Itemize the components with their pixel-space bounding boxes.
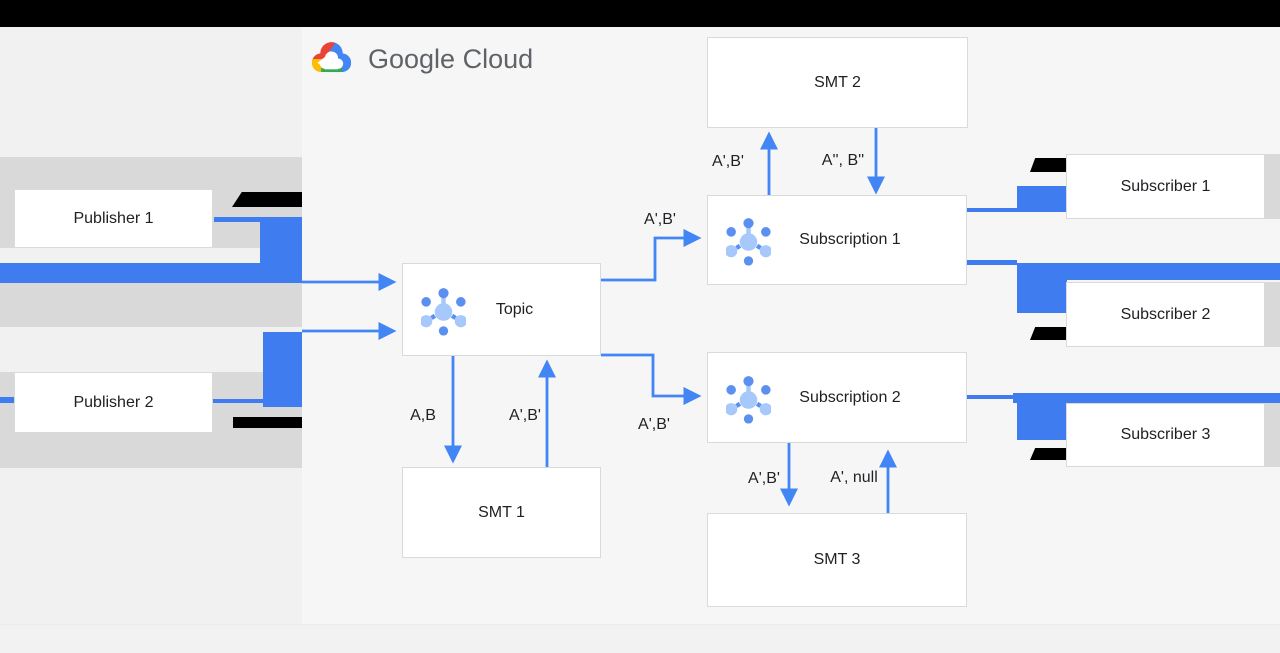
node-label: Subscriber 3: [1120, 426, 1211, 443]
node-smt-3: SMT 3: [707, 513, 967, 607]
pubsub-icon: [726, 372, 771, 423]
edge-label-topic-to-subscription-2: A',B': [638, 416, 670, 433]
highlight-band-subscriber-2: [1017, 263, 1280, 280]
node-publisher-2: Publisher 2: [14, 372, 213, 433]
node-label: Publisher 2: [73, 393, 154, 411]
highlight-block-subscriber-1: [1017, 186, 1067, 212]
highlight-stub-publisher-2: [0, 397, 15, 403]
edge-label-topic-to-subscription-1: A',B': [644, 211, 676, 228]
node-subscription-2: Subscription 2: [707, 352, 967, 443]
node-publisher-1: Publisher 1: [14, 189, 213, 248]
node-smt-2: SMT 2: [707, 37, 968, 128]
google-cloud-logo: Google Cloud: [309, 40, 533, 78]
node-label: Subscription 2: [799, 388, 901, 406]
redaction-mark-publisher-2: [233, 417, 302, 428]
node-label: SMT 1: [478, 503, 525, 521]
brand-text: Google Cloud: [368, 43, 534, 74]
highlight-line-subscriber-1: [967, 208, 1017, 212]
highlight-line-subscriber-2: [967, 260, 1017, 265]
node-smt-1: SMT 1: [402, 467, 601, 558]
node-subscriber-1: Subscriber 1: [1066, 154, 1265, 219]
edge-label-smt-3-to-subscription-2: A', null: [830, 469, 878, 486]
google-cloud-icon: [311, 42, 352, 73]
highlight-block-publisher-2: [263, 332, 302, 407]
redaction-mark-publisher-1: [232, 192, 302, 207]
node-subscriber-3: Subscriber 3: [1066, 403, 1265, 467]
pubsub-icon: [726, 215, 771, 266]
node-label: SMT 2: [814, 73, 861, 91]
node-label: Subscriber 2: [1120, 305, 1211, 323]
redaction-mark-subscriber-3: [1030, 448, 1067, 460]
edge-label-smt-1-to-topic: A',B': [509, 407, 541, 424]
edge-label-subscription-2-to-smt-3: A',B': [748, 470, 780, 487]
edge-label-smt-2-to-subscription-1: A'', B'': [821, 152, 865, 169]
highlight-band-left: [0, 263, 302, 283]
node-subscriber-2: Subscriber 2: [1066, 282, 1265, 347]
node-label: Subscription 1: [799, 231, 901, 248]
redaction-mark-subscriber-2: [1030, 327, 1067, 340]
highlight-block-subscriber-3: [1017, 399, 1067, 440]
gray-strip-subscriber-3: [1265, 403, 1280, 467]
node-label: Topic: [495, 300, 534, 318]
highlight-band-subscriber-3: [1013, 393, 1280, 403]
node-label: Subscriber 1: [1120, 177, 1211, 195]
edge-label-subscription-1-to-smt-2: A',B': [712, 153, 744, 170]
node-label: SMT 3: [813, 551, 861, 568]
highlight-line-publisher-2: [213, 399, 263, 403]
gray-strip-subscriber-2: [1265, 282, 1280, 347]
arrow-topic-to-subscription-1: [601, 228, 702, 282]
top-black-bar: [0, 0, 1280, 27]
redaction-mark-subscriber-1: [1030, 158, 1067, 172]
node-subscription-1: Subscription 1: [707, 195, 967, 285]
pubsub-icon: [421, 284, 466, 335]
node-label: Publisher 1: [73, 209, 154, 227]
node-topic: Topic: [402, 263, 601, 356]
arrow-topic-to-subscription-2: [601, 353, 702, 406]
edge-label-topic-to-smt-1: A,B: [410, 407, 436, 424]
highlight-block-subscriber-2: [1017, 263, 1067, 313]
bottom-strip: [0, 624, 1280, 653]
highlight-line-subscriber-3: [967, 395, 1013, 399]
gray-strip-subscriber-1: [1265, 154, 1280, 219]
gray-band-middle: [0, 283, 302, 327]
highlight-line-publisher-1: [214, 217, 260, 222]
